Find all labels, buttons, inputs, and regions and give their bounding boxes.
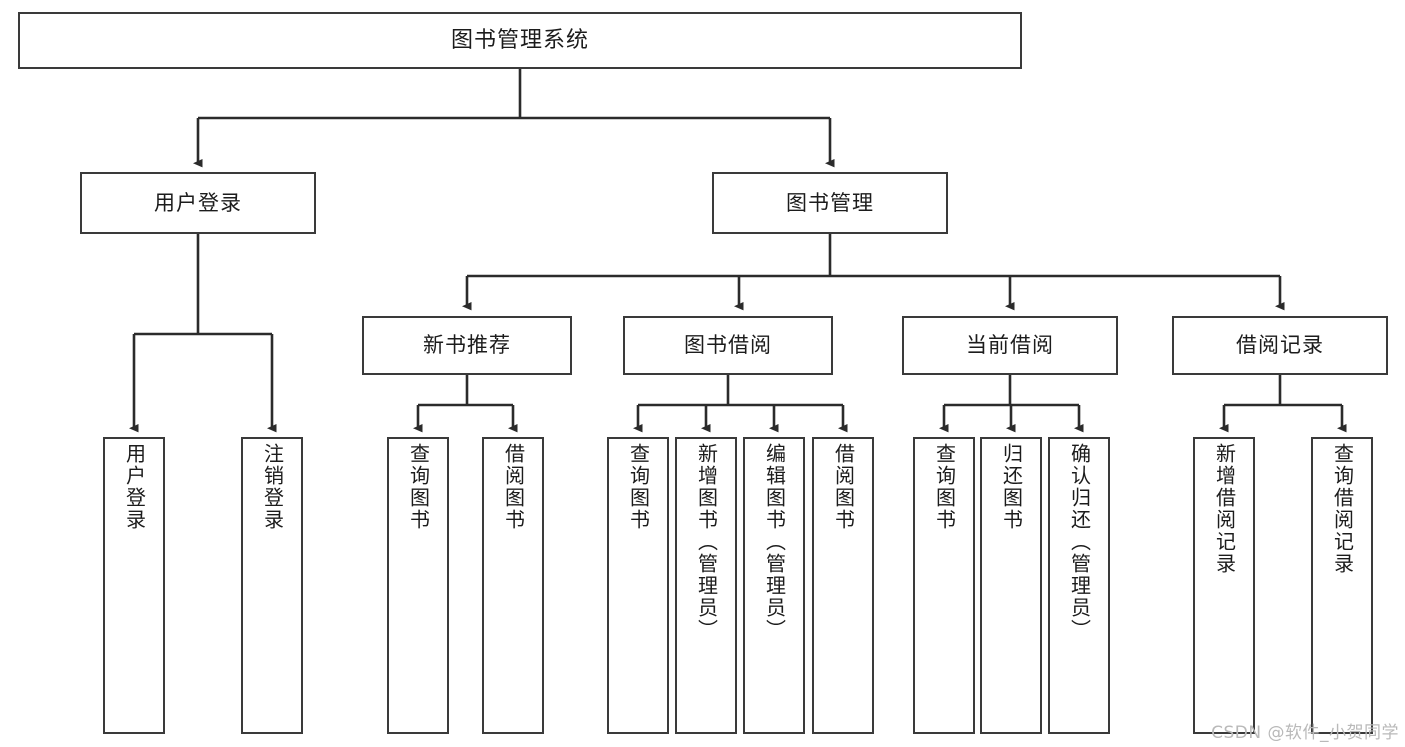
leaf-label: 用户登录 bbox=[122, 443, 147, 531]
leaf-label: 新增借阅记录 bbox=[1212, 443, 1237, 575]
leaf-label: 查询图书 bbox=[626, 443, 651, 531]
leaf-borrow-borrow-book[interactable]: 借阅图书 bbox=[812, 437, 874, 734]
node-root-label: 图书管理系统 bbox=[450, 27, 589, 53]
node-book-borrow[interactable]: 图书借阅 bbox=[623, 316, 833, 375]
node-new-book-recommend-label: 新书推荐 bbox=[423, 333, 511, 358]
node-root[interactable]: 图书管理系统 bbox=[18, 12, 1022, 69]
node-borrow-records[interactable]: 借阅记录 bbox=[1172, 316, 1388, 375]
node-current-borrow-label: 当前借阅 bbox=[966, 333, 1054, 358]
node-book-management[interactable]: 图书管理 bbox=[712, 172, 948, 234]
leaf-label: 编辑图书（管理员） bbox=[762, 443, 787, 641]
leaf-borrow-edit-book[interactable]: 编辑图书（管理员） bbox=[743, 437, 805, 734]
node-user-login[interactable]: 用户登录 bbox=[80, 172, 316, 234]
leaf-label: 查询图书 bbox=[406, 443, 431, 531]
node-book-management-label: 图书管理 bbox=[786, 190, 874, 215]
leaf-label: 确认归还（管理员） bbox=[1067, 443, 1092, 641]
leaf-label: 查询图书 bbox=[932, 443, 957, 531]
node-current-borrow[interactable]: 当前借阅 bbox=[902, 316, 1118, 375]
leaf-label: 归还图书 bbox=[999, 443, 1024, 531]
node-user-login-label: 用户登录 bbox=[154, 190, 242, 215]
leaf-current-confirm-return[interactable]: 确认归还（管理员） bbox=[1048, 437, 1110, 734]
leaf-label: 借阅图书 bbox=[501, 443, 526, 531]
leaf-user-login-login[interactable]: 用户登录 bbox=[103, 437, 165, 734]
node-book-borrow-label: 图书借阅 bbox=[684, 333, 772, 358]
leaf-records-query-record[interactable]: 查询借阅记录 bbox=[1311, 437, 1373, 734]
leaf-user-login-logout[interactable]: 注销登录 bbox=[241, 437, 303, 734]
leaf-records-add-record[interactable]: 新增借阅记录 bbox=[1193, 437, 1255, 734]
leaf-current-query-book[interactable]: 查询图书 bbox=[913, 437, 975, 734]
leaf-borrow-add-book[interactable]: 新增图书（管理员） bbox=[675, 437, 737, 734]
leaf-label: 注销登录 bbox=[260, 443, 285, 531]
leaf-label: 借阅图书 bbox=[831, 443, 856, 531]
node-new-book-recommend[interactable]: 新书推荐 bbox=[362, 316, 572, 375]
leaf-current-return-book[interactable]: 归还图书 bbox=[980, 437, 1042, 734]
leaf-new-book-borrow[interactable]: 借阅图书 bbox=[482, 437, 544, 734]
leaf-label: 新增图书（管理员） bbox=[694, 443, 719, 641]
leaf-label: 查询借阅记录 bbox=[1330, 443, 1355, 575]
leaf-new-book-query[interactable]: 查询图书 bbox=[387, 437, 449, 734]
node-borrow-records-label: 借阅记录 bbox=[1236, 333, 1324, 358]
watermark: CSDN @软件_小贺同学 bbox=[1211, 723, 1399, 743]
leaf-borrow-query-book[interactable]: 查询图书 bbox=[607, 437, 669, 734]
